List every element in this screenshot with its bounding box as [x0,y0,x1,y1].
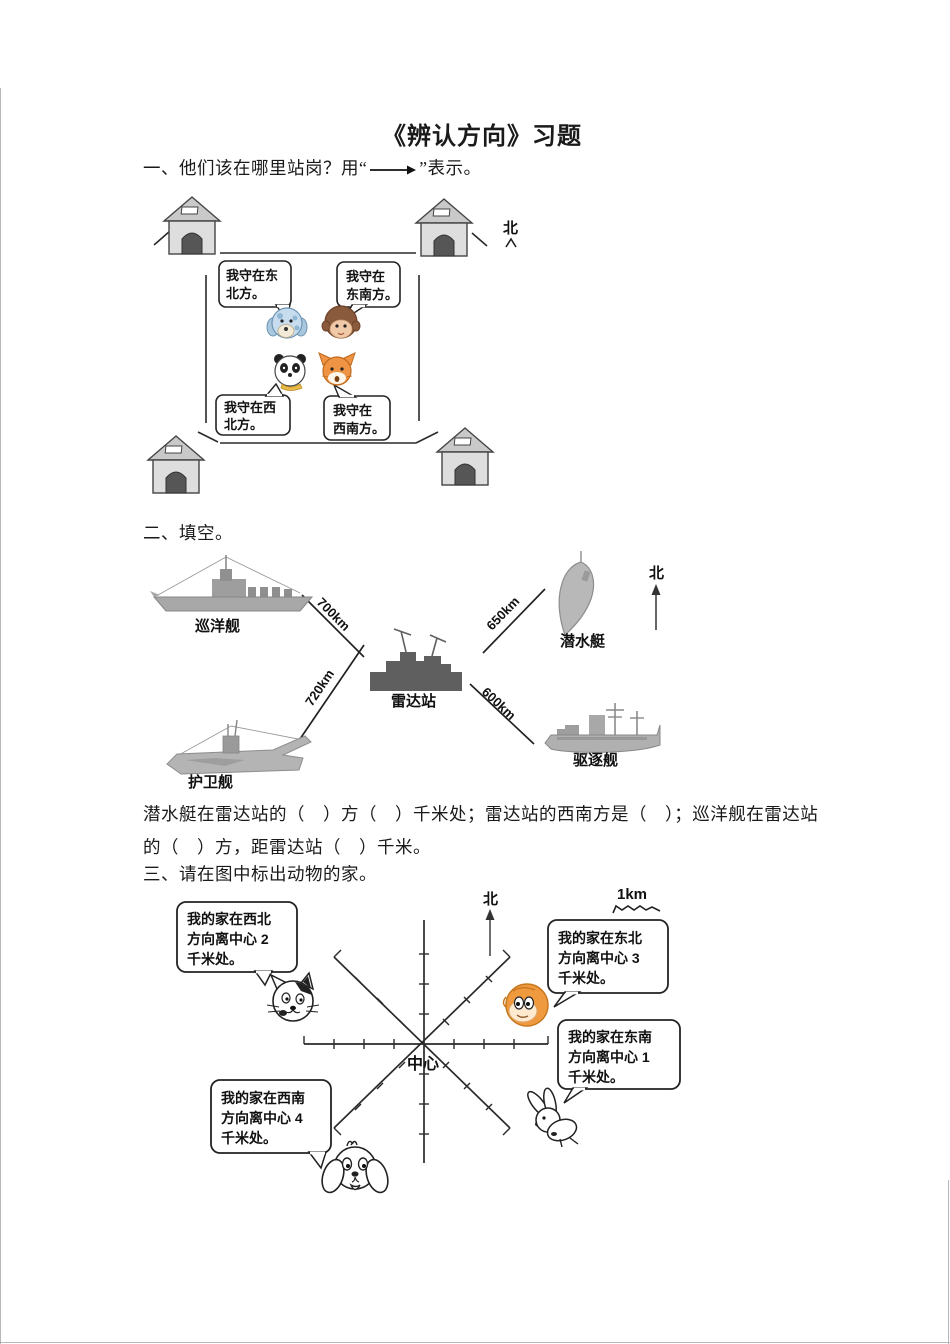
radar-station-label: 雷达站 [391,692,436,710]
tick-marks [303,949,549,1136]
q1-bubble-northwest-guard: 我守在西 北方。 [215,382,291,436]
monkey-icon-q3 [502,983,549,1027]
scan-edge-bottom [0,1342,950,1343]
doghouse-southeast [436,427,494,486]
q3-bubble-northwest-home: 我的家在西北 方向离中心 2 千米处。 [176,901,298,987]
doghouse-northeast [415,198,473,257]
q3-bubble-southeast-home: 我的家在东南 方向离中心 1 千米处。 [557,1019,681,1104]
center-label: 中心 [407,1054,439,1073]
svg-text:千米处。: 千米处。 [568,1069,624,1085]
svg-text:北方。: 北方。 [226,286,265,301]
page-title: 《辨认方向》习题 [382,124,582,150]
direction-star [304,920,548,1163]
north-arrowhead-icon [485,909,495,920]
svg-text:我的家在东北: 我的家在东北 [558,930,642,946]
q2-distance-lines [299,588,546,745]
monkey-icon-q1 [321,305,361,339]
svg-text:我守在: 我守在 [346,269,385,284]
svg-text:我的家在东南: 我的家在东南 [568,1029,652,1045]
north-caret-icon [505,237,517,248]
q1-prompt-prefix: 一、他们该在哪里站岗？用“ [143,158,368,178]
q1-bubble-southwest-guard: 我守在 西南方。 [323,383,391,441]
q1-prompt: 一、他们该在哪里站岗？用“ ”表示。 [143,155,482,180]
distance-label-northeast: 650km [483,594,522,634]
svg-text:北方。: 北方。 [224,417,263,432]
svg-text:方向离中心 2: 方向离中心 2 [187,931,269,947]
q3-bubble-northeast-home: 我的家在东北 方向离中心 3 千米处。 [547,919,669,1008]
panda-icon [274,354,306,391]
q3-bubble-southwest-home: 我的家在西南 方向离中心 4 千米处。 [210,1079,332,1170]
blue-puppy-icon [266,307,308,339]
svg-text:千米处。: 千米处。 [187,951,243,967]
submarine-label: 潜水艇 [560,632,606,650]
q2-north-indicator: 北 [649,565,664,630]
distance-label-southwest: 720km [302,667,337,709]
cruiser-icon [150,555,314,612]
doghouse-northwest [163,196,221,255]
scale-label: 1km [617,886,647,903]
rabbit-icon [527,1087,579,1148]
distance-label-northwest: 700km [314,595,353,634]
q2-north-label: 北 [649,565,664,582]
q3-north-label: 北 [483,891,498,908]
q1-bubble-southeast-guard: 我守在 东南方。 [336,261,401,322]
cruiser-label: 巡洋舰 [195,617,240,635]
svg-text:东南方。: 东南方。 [346,287,398,302]
q3-diagram: 中心 北 1km 我的家在西北 方向离中心 2 千米处。 我的家在东北 方向离中… [176,886,681,1194]
q1-prompt-suffix: ”表示。 [419,158,482,178]
destroyer-label: 驱逐舰 [573,751,618,769]
right-arrow-icon [370,165,417,175]
svg-text:我的家在西北: 我的家在西北 [187,911,271,927]
q2-heading: 二、填空。 [143,523,233,543]
q1-north-indicator: 北 [503,220,518,248]
q1-square [153,230,488,444]
radar-station-icon [370,628,462,691]
q2-fill-line1: 潜水艇在雷达站的（ ）方（ ）千米处；雷达站的西南方是（ ）；巡洋舰在雷达站 [143,804,819,824]
q2-diagram: 700km 650km 720km 600km 雷达站 巡洋舰 [150,551,664,791]
q3-north-indicator: 北 [483,891,498,956]
svg-text:我守在: 我守在 [333,403,372,418]
distance-label-southeast: 600km [479,684,519,723]
svg-text:千米处。: 千米处。 [558,970,614,986]
q1-bubble-northeast-guard: 我守在东 北方。 [218,260,292,321]
scan-edge-left [0,88,1,1344]
destroyer-icon [544,703,661,753]
svg-text:方向离中心 1: 方向离中心 1 [568,1049,650,1065]
q3-heading: 三、请在图中标出动物的家。 [143,864,377,884]
frigate-icon [166,719,312,775]
submarine-icon [558,551,595,637]
q1-north-label: 北 [503,220,518,237]
fox-icon [318,352,356,386]
svg-text:我的家在西南: 我的家在西南 [221,1090,305,1106]
svg-text:千米处。: 千米处。 [221,1130,277,1146]
svg-text:我守在东: 我守在东 [226,268,278,283]
svg-text:我守在西: 我守在西 [224,400,276,415]
scan-edge-right [948,1180,949,1344]
scale-bar: 1km [612,886,661,914]
svg-text:方向离中心 3: 方向离中心 3 [558,950,640,966]
dog-icon [321,1140,389,1194]
svg-text:西南方。: 西南方。 [333,421,385,436]
q1-diagram: 北 我守在东 北方。 我守在 东南方。 我守在西 北方。 [147,196,518,494]
doghouse-southwest [147,435,205,494]
q2-fill-line2: 的（ ）方，距雷达站（ ）千米。 [143,837,431,857]
cat-icon [266,971,320,1022]
north-arrowhead-icon [651,584,661,595]
svg-text:方向离中心 4: 方向离中心 4 [221,1110,303,1126]
frigate-label: 护卫舰 [188,773,233,791]
